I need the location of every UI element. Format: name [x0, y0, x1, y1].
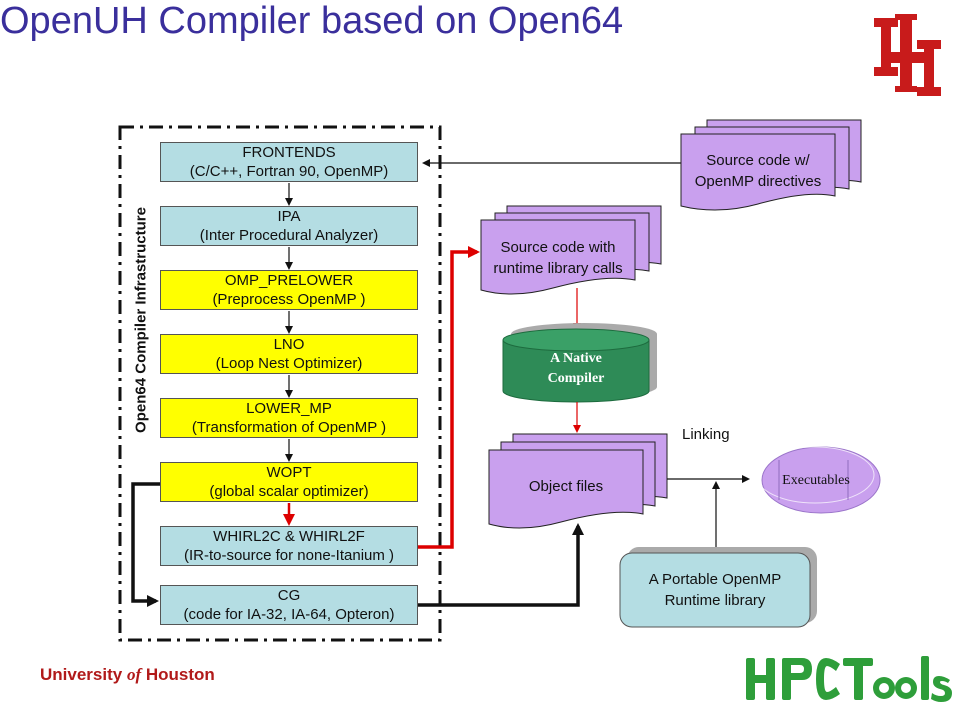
stage-ipa-name: IPA	[277, 208, 301, 225]
stage-omp-prelower-name: OMP_PRELOWER	[224, 272, 354, 289]
stage-cg-name: CG	[277, 587, 301, 604]
source-openmp-line2: OpenMP directives	[694, 173, 822, 190]
source-runtime-doc	[480, 205, 662, 295]
infrastructure-label: Open64 Compiler Infrastructure	[132, 207, 150, 433]
uh-logo	[874, 14, 941, 96]
university-footer: University of Houston	[40, 665, 215, 685]
stage-wopt-name: WOPT	[266, 464, 312, 481]
wopt-to-cg-path	[131, 482, 160, 607]
stage-lower-mp: LOWER_MP (Transformation of OpenMP )	[160, 398, 418, 438]
stage-wopt-desc: (global scalar optimizer)	[209, 483, 369, 500]
runtime-library-node	[619, 547, 817, 628]
source-runtime-label: Source code with runtime library calls	[476, 237, 640, 279]
whirl-to-source-path	[418, 246, 480, 549]
source-runtime-line1: Source code with	[500, 239, 616, 256]
source-openmp-doc	[680, 119, 862, 211]
native-compiler-line1: A Native	[550, 351, 602, 366]
hpctools-logo	[746, 656, 952, 702]
stage-lno-desc: (Loop Nest Optimizer)	[215, 355, 363, 372]
infrastructure-border	[118, 125, 442, 642]
linking-label: Linking	[682, 426, 730, 443]
stage-lower-mp-desc: (Transformation of OpenMP )	[191, 419, 387, 436]
page-title: OpenUH Compiler based on Open64	[0, 0, 624, 42]
stage-lno: LNO (Loop Nest Optimizer)	[160, 334, 418, 374]
stage-wopt: WOPT (global scalar optimizer)	[160, 462, 418, 502]
footer-houston: Houston	[145, 665, 215, 684]
cg-to-objects-path	[418, 523, 584, 607]
source-runtime-line2: runtime library calls	[493, 260, 623, 277]
native-compiler-line2: Compiler	[547, 371, 605, 386]
stage-frontends: FRONTENDS (C/C++, Fortran 90, OpenMP)	[160, 142, 418, 182]
stage-lower-mp-name: LOWER_MP	[246, 400, 332, 417]
executables-label: Executables	[782, 473, 850, 488]
stage-frontends-desc: (C/C++, Fortran 90, OpenMP)	[189, 163, 389, 180]
stage-ipa-desc: (Inter Procedural Analyzer)	[199, 227, 379, 244]
object-files-doc	[488, 433, 668, 529]
stage-ipa: IPA (Inter Procedural Analyzer)	[160, 206, 418, 246]
stage-lno-name: LNO	[273, 336, 305, 353]
stage-omp-prelower-desc: (Preprocess OpenMP )	[212, 291, 366, 308]
executables-node	[755, 446, 881, 514]
stage-whirl2c: WHIRL2C & WHIRL2F (IR-to-source for none…	[160, 526, 418, 566]
stage-omp-prelower: OMP_PRELOWER (Preprocess OpenMP )	[160, 270, 418, 310]
runtime-library-line2: Runtime library	[664, 592, 766, 609]
stage-frontends-name: FRONTENDS	[242, 144, 336, 161]
stage-whirl2c-desc: (IR-to-source for none-Itanium )	[183, 547, 395, 564]
native-compiler-label: A Native Compiler	[503, 349, 649, 389]
footer-university: University	[40, 665, 123, 684]
source-openmp-line1: Source code w/	[706, 152, 810, 169]
runtime-library-label: A Portable OpenMP Runtime library	[620, 569, 810, 611]
stage-whirl2c-name: WHIRL2C & WHIRL2F	[213, 528, 365, 545]
runtime-library-line1: A Portable OpenMP	[648, 571, 782, 588]
native-compiler-cylinder	[502, 323, 657, 403]
footer-of: of	[126, 665, 142, 684]
object-files-label: Object files	[528, 478, 604, 495]
stage-cg-desc: (code for IA-32, IA-64, Opteron)	[183, 606, 395, 623]
source-openmp-label: Source code w/ OpenMP directives	[676, 150, 840, 192]
stage-cg: CG (code for IA-32, IA-64, Opteron)	[160, 585, 418, 625]
